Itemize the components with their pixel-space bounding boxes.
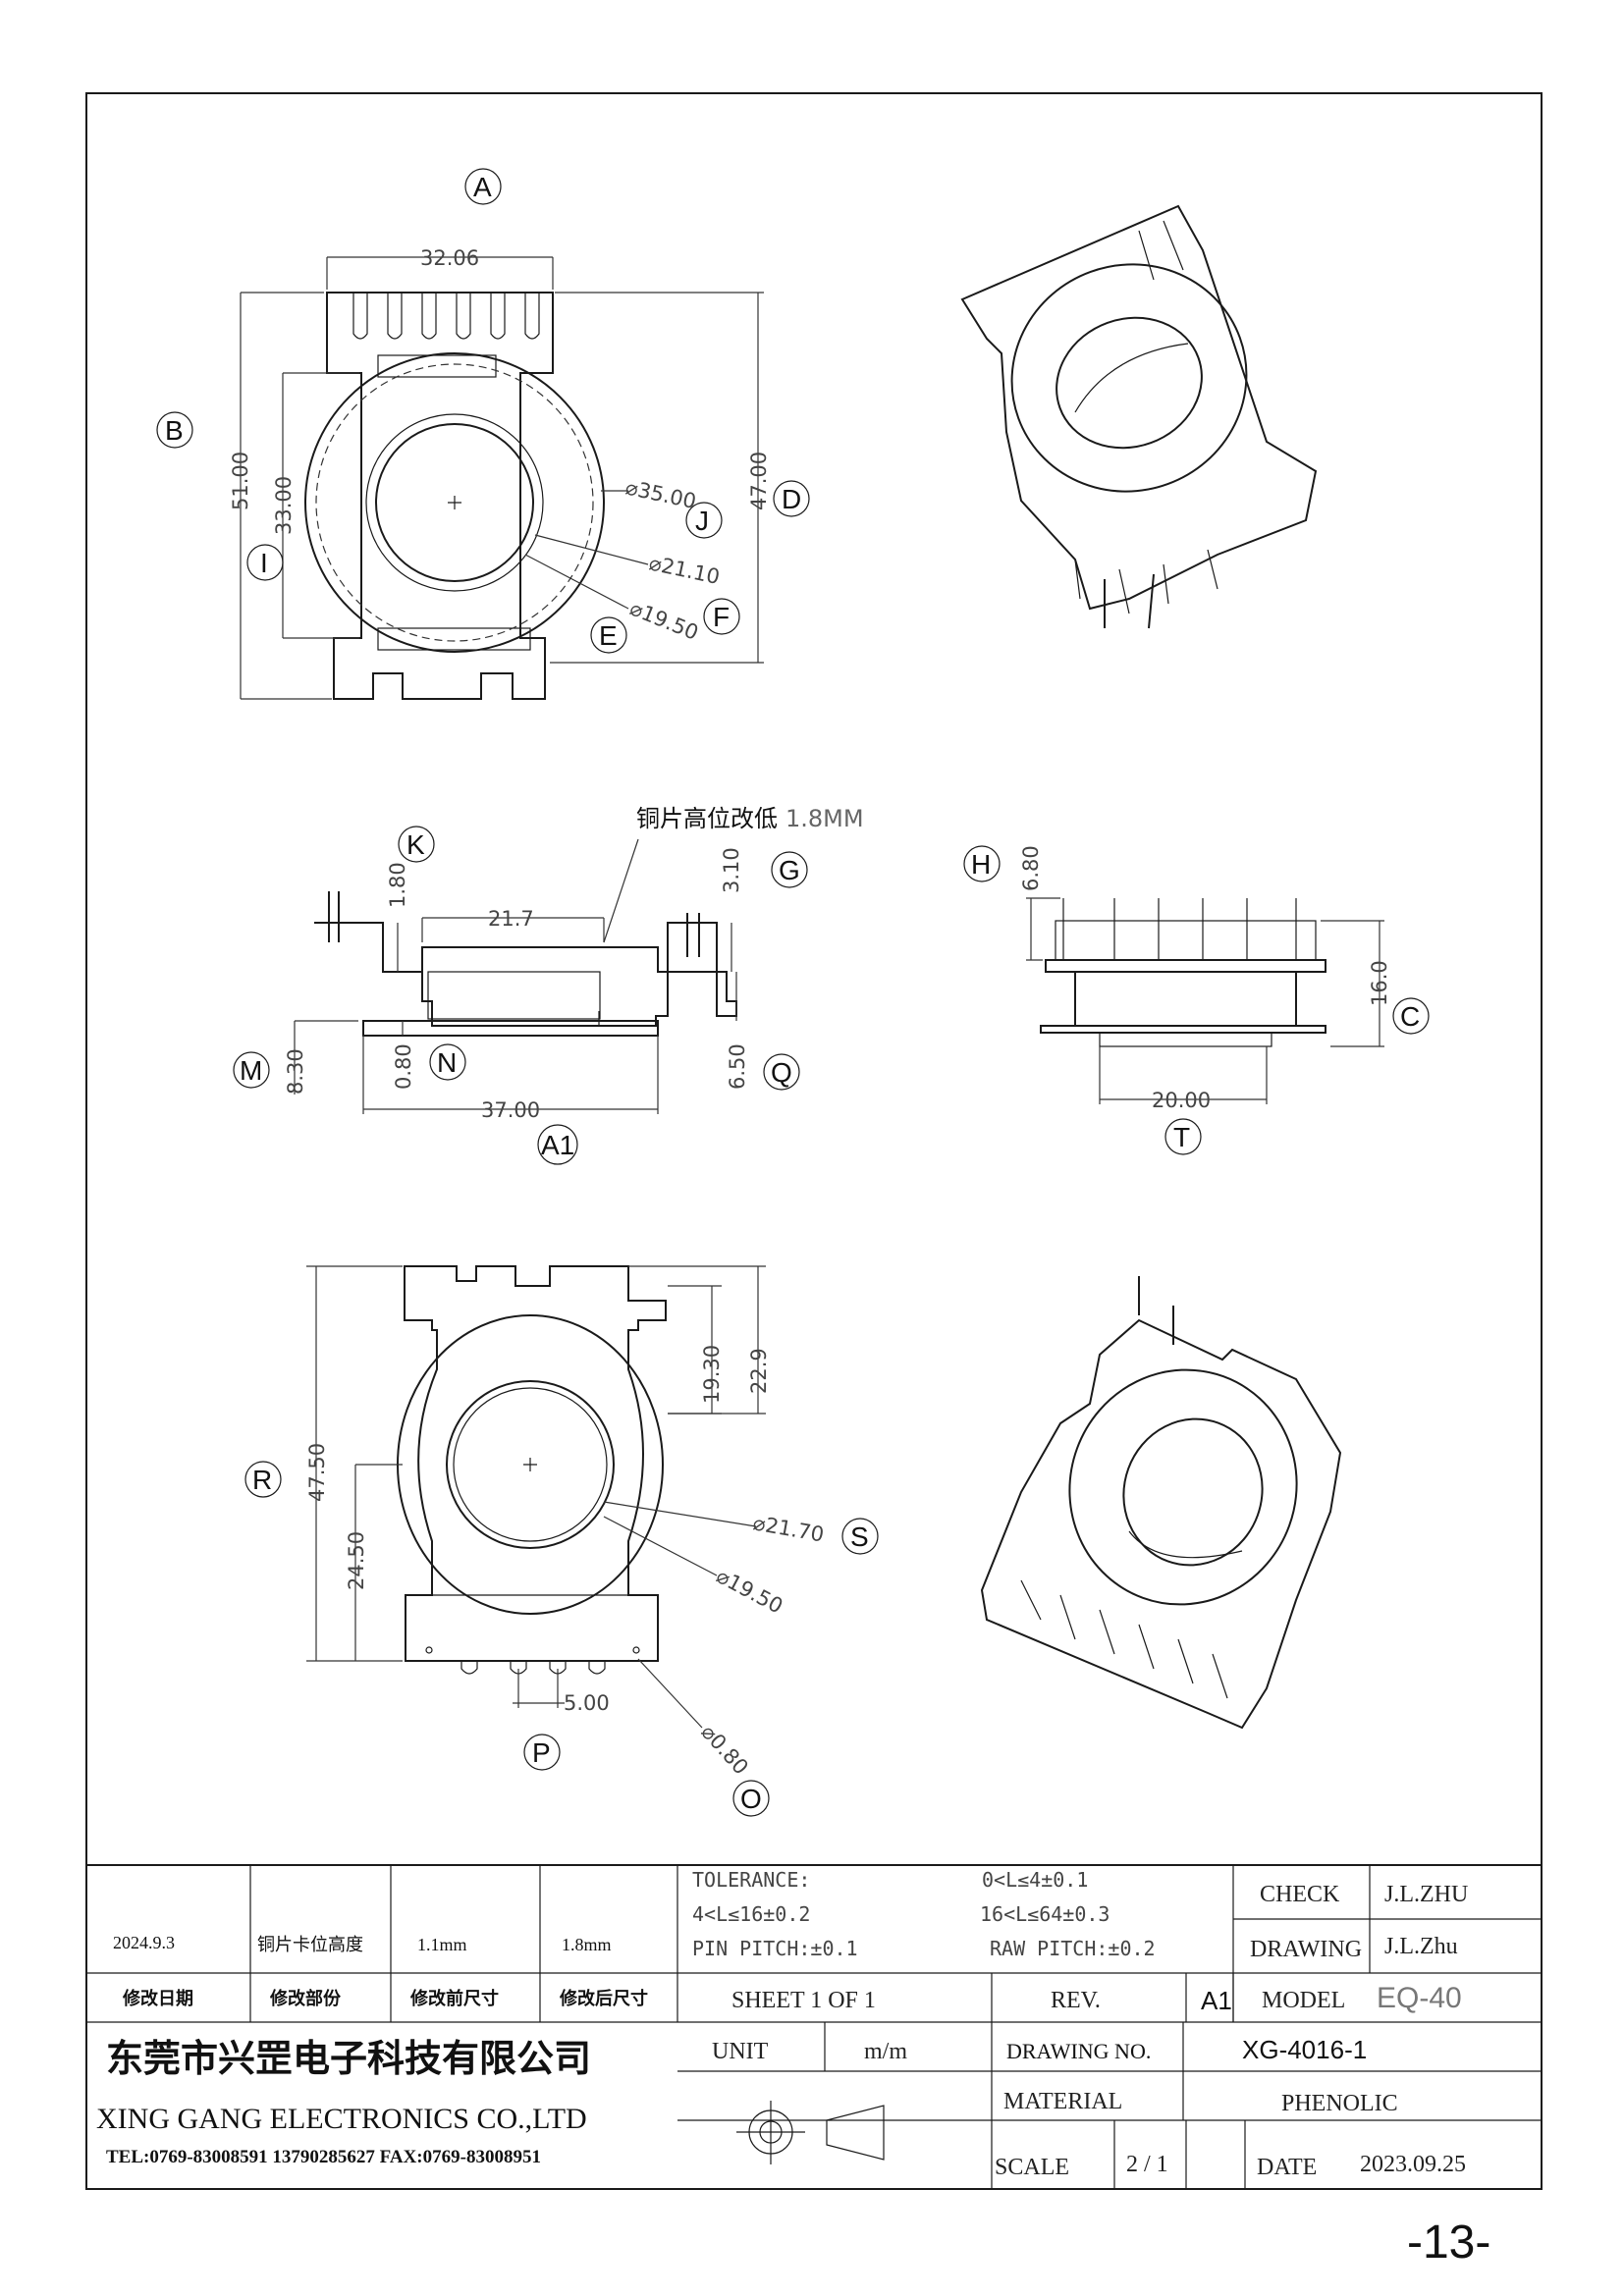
rev-before: 1.1mm <box>417 1935 467 1954</box>
dim-2000: 20.00 <box>1152 1089 1211 1112</box>
dim-310: 3.10 <box>720 847 743 893</box>
tolerance-label: TOLERANCE: <box>692 1868 810 1892</box>
dim-2450: 24.50 <box>345 1531 368 1590</box>
bubble-n: N <box>437 1047 457 1078</box>
dim-680: 6.80 <box>1019 845 1043 891</box>
dim-3700: 37.00 <box>481 1098 540 1122</box>
isometric-view-top <box>960 204 1318 629</box>
bubble-m: M <box>240 1055 262 1086</box>
model-value: EQ-40 <box>1377 1982 1462 2014</box>
scale-value: 2 / 1 <box>1126 2152 1168 2177</box>
bubble-k: K <box>406 829 425 860</box>
bubble-a1: A1 <box>541 1130 574 1160</box>
rev-header-date: 修改日期 <box>122 1988 193 2008</box>
sheet-border <box>85 92 1543 2190</box>
dim-height-inner: 33.00 <box>272 476 296 535</box>
dim-080: 0.80 <box>392 1043 415 1090</box>
dim-217: 21.7 <box>488 907 534 931</box>
dim-4750: 47.50 <box>305 1443 329 1502</box>
dim-dia-21: ⌀21.10 <box>647 551 722 589</box>
bubble-a: A <box>473 172 492 202</box>
rev-header-before: 修改前尺寸 <box>409 1988 499 2008</box>
sheet-info: SHEET 1 OF 1 <box>731 1988 876 2013</box>
dim-height-47: 47.00 <box>747 452 771 510</box>
note-copper: 铜片高位改低 <box>636 805 778 832</box>
company-name-en: XING GANG ELECTRONICS CO.,LTD <box>96 2103 587 2135</box>
bubble-j: J <box>695 506 709 536</box>
company-contact: TEL:0769-83008591 13790285627 FAX:0769-8… <box>106 2147 541 2167</box>
note-copper-suffix: 1.8MM <box>785 805 864 832</box>
unit-label: UNIT <box>712 2039 769 2064</box>
rev-header-after: 修改后尺寸 <box>559 1988 648 2008</box>
bubble-o: O <box>740 1784 762 1814</box>
dim-2170: ⌀21.70 <box>751 1511 826 1546</box>
bubble-h: H <box>971 849 991 880</box>
bubble-e: E <box>599 620 618 651</box>
scale-label: SCALE <box>995 2155 1069 2180</box>
rev-after: 1.8mm <box>562 1935 612 1954</box>
dim-080-bottom: ⌀0.80 <box>696 1720 753 1779</box>
tolerance-r1: 0<L≤4±0.1 <box>982 1868 1088 1892</box>
dim-160: 16.0 <box>1368 960 1391 1006</box>
unit-value: m/m <box>864 2039 907 2064</box>
dim-height-total: 51.00 <box>229 452 252 510</box>
date-label: DATE <box>1257 2155 1317 2180</box>
tolerance-raw: RAW PITCH:±0.2 <box>990 1937 1156 1960</box>
bubble-r: R <box>252 1465 272 1495</box>
front-view: 32.06 51.00 33.00 47.00 ⌀35.00 ⌀21.10 ⌀1… <box>156 168 810 700</box>
title-block: 2024.9.3 铜片卡位高度 1.1mm 1.8mm 修改日期 修改部份 修改… <box>86 1864 1542 2189</box>
bubble-i: I <box>260 548 268 578</box>
isometric-view-bottom <box>980 1276 1342 1730</box>
bubble-q: Q <box>771 1057 792 1088</box>
dim-width: 32.06 <box>420 246 479 270</box>
dim-1930: 19.30 <box>700 1345 724 1404</box>
dim-1950-bottom: ⌀19.50 <box>713 1564 787 1618</box>
bubble-b: B <box>165 415 184 446</box>
drawing-no-value: XG-4016-1 <box>1242 2035 1367 2064</box>
dim-650: 6.50 <box>726 1043 749 1090</box>
rev-part: 铜片卡位高度 <box>257 1935 363 1954</box>
bubble-g: G <box>779 855 800 885</box>
bottom-view: 47.50 24.50 19.30 22.9 ⌀21.70 ⌀19.50 5.0… <box>244 1265 879 1817</box>
dim-229: 22.9 <box>747 1348 771 1394</box>
rev-label: REV. <box>1051 1988 1101 2013</box>
side-view-right: 6.80 16.0 20.00 H C T <box>963 845 1430 1155</box>
drawing-no-label: DRAWING NO. <box>1006 2039 1151 2063</box>
rev-value: A1 <box>1201 1986 1232 2015</box>
drawing-value: J.L.Zhu <box>1384 1934 1458 1959</box>
dim-500: 5.00 <box>564 1691 610 1715</box>
projection-symbol-icon <box>736 2101 885 2164</box>
bubble-t: T <box>1173 1122 1190 1152</box>
bubble-s: S <box>850 1522 869 1552</box>
dim-830: 8.30 <box>284 1048 307 1095</box>
model-label: MODEL <box>1262 1988 1345 2013</box>
check-value: J.L.ZHU <box>1384 1882 1468 1907</box>
drawing-label: DRAWING <box>1250 1937 1362 1962</box>
tolerance-r2: 4<L≤16±0.2 <box>692 1902 810 1926</box>
dim-dia-35: ⌀35.00 <box>623 475 698 513</box>
dim-dia-19: ⌀19.50 <box>626 596 701 645</box>
material-label: MATERIAL <box>1003 2089 1122 2114</box>
check-label: CHECK <box>1260 1882 1340 1907</box>
bubble-f: F <box>713 602 730 632</box>
date-value: 2023.09.25 <box>1360 2152 1466 2177</box>
tolerance-r3: 16<L≤64±0.3 <box>980 1902 1110 1926</box>
bubble-d: D <box>782 484 801 514</box>
page-number: -13- <box>1407 2216 1490 2269</box>
side-view-left: 21.7 1.80 3.10 8.30 0.80 6.50 37.00 铜片高位… <box>233 805 864 1165</box>
rev-date: 2024.9.3 <box>113 1933 175 1952</box>
bubble-p: P <box>532 1737 551 1768</box>
material-value: PHENOLIC <box>1281 2091 1398 2116</box>
company-name-cn: 东莞市兴罡电子科技有限公司 <box>106 2036 591 2080</box>
dim-180: 1.80 <box>386 862 409 908</box>
tolerance-pin: PIN PITCH:±0.1 <box>692 1937 858 1960</box>
bubble-c: C <box>1400 1001 1420 1032</box>
rev-header-part: 修改部份 <box>269 1988 342 2008</box>
